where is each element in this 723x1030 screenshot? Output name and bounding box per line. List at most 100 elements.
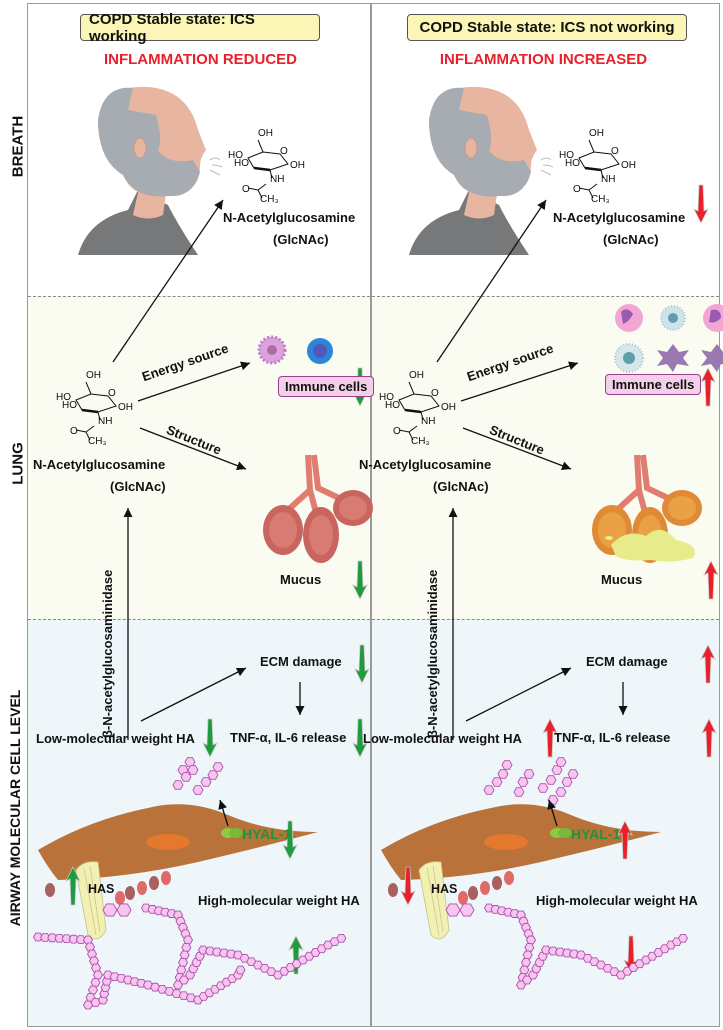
trend-arrow-lmw-ha <box>542 718 558 758</box>
lmw-ha-fragment <box>501 760 513 770</box>
hmw-ha-segment <box>459 903 475 917</box>
hmw-ha-segment <box>176 965 187 975</box>
arrow-lmw-to-ecm <box>465 667 572 722</box>
hmw-ha-segment <box>177 958 189 967</box>
hmw-ha-segment <box>54 933 65 943</box>
has-receptor-bead <box>137 881 147 895</box>
molecule-ho: HO <box>56 392 71 403</box>
hmw-ha-segment <box>197 945 209 955</box>
arrow-lung-to-breath <box>112 199 224 363</box>
hmw-ha-segment <box>547 946 559 956</box>
row-label-cell: AIRWAY MOLECULAR CELL LEVEL <box>7 689 23 927</box>
hmw-ha-segment <box>47 933 58 943</box>
has-receptor-bead <box>480 881 490 895</box>
molecule-oh: OH <box>86 370 101 381</box>
lmw-ha-fragment <box>555 757 567 767</box>
hmw-ha-segment <box>90 998 101 1007</box>
enzyme-label: β-N-acetylglucosaminidase <box>100 569 115 738</box>
has-receptor-bead <box>115 891 125 905</box>
immune-cells-label: Immune cells <box>278 376 375 397</box>
man-exhaling-illustration <box>78 86 223 255</box>
hmw-ha-segment <box>519 965 530 975</box>
glcnac-abbr-breath: (GlcNAc) <box>273 232 329 247</box>
molecule-ch3: CH₃ <box>411 436 430 447</box>
hyal1-enzyme-illustration <box>550 828 572 838</box>
molecule-oh: OH <box>258 128 273 139</box>
trend-arrow-hyal <box>282 820 298 860</box>
hmw-ha-segment <box>520 958 532 967</box>
trend-arrow-tnf-release <box>701 718 717 758</box>
molecule-ho: HO <box>234 158 249 169</box>
molecule-oh: OH <box>589 128 604 139</box>
hmw-ha-segment <box>218 948 230 958</box>
man-exhaling-illustration <box>409 86 554 255</box>
has-receptor-bead <box>125 886 135 900</box>
hmw-ha-segment <box>182 935 194 945</box>
tnf-release-label: TNF-α, IL-6 release <box>554 730 671 745</box>
lmw-ha-label: Low-molecular weight HA <box>363 731 522 746</box>
trend-arrow-mucus <box>703 560 719 600</box>
trend-arrow-mucus <box>352 560 368 600</box>
hyal-label: HYAL-1 <box>242 826 292 842</box>
hmw-ha-segment <box>235 965 246 975</box>
hmw-ha-segment <box>445 903 461 917</box>
hmw-ha-segment <box>32 932 44 942</box>
has-receptor-bead <box>149 876 159 890</box>
hmw-ha-segment <box>336 933 347 943</box>
arrow-lmw-to-ecm <box>140 667 247 722</box>
trend-arrow-tnf-release <box>352 718 368 758</box>
molecule-oh: OH <box>621 160 636 171</box>
glcnac-abbr-breath: (GlcNAc) <box>603 232 659 247</box>
lmw-ha-fragment <box>513 787 525 797</box>
molecule-ho: HO <box>385 400 400 411</box>
arrow-energy-source <box>137 361 251 402</box>
hyal1-enzyme-illustration <box>221 828 243 838</box>
molecule-o: O <box>431 388 439 399</box>
airway-cell-illustration <box>381 804 661 940</box>
molecule-o: O <box>393 426 401 437</box>
lmw-ha-fragment <box>523 769 535 779</box>
hmw-ha-segment <box>540 945 552 955</box>
panel-title: COPD Stable state: ICS not working <box>407 14 687 41</box>
has-receptor-bead <box>45 883 55 897</box>
molecule-o: O <box>70 426 78 437</box>
molecule-o: O <box>108 388 116 399</box>
arrow-lung-to-breath <box>436 199 547 363</box>
alveoli-illustration <box>263 454 373 563</box>
lmw-ha-fragment <box>491 777 503 787</box>
trend-arrow-ecm-damage <box>700 644 716 684</box>
trend-arrow-breath-glcnac <box>693 184 709 224</box>
arrow-structure <box>462 427 572 471</box>
lmw-ha-fragment <box>551 765 563 775</box>
lmw-ha-fragment <box>172 780 184 790</box>
lmw-ha-fragment <box>200 777 212 787</box>
has-receptor-bead <box>468 886 478 900</box>
trend-arrow-lmw-ha <box>202 718 218 758</box>
molecule-ch3: CH₃ <box>260 194 279 205</box>
arrow-enzyme-vertical <box>123 508 133 740</box>
row-label-breath: BREATH <box>9 115 27 178</box>
panel-subtitle: INFLAMMATION REDUCED <box>103 51 298 68</box>
hmw-ha-segment <box>87 985 99 995</box>
lmw-ha-fragment <box>212 762 224 772</box>
trend-arrow-hyal <box>617 820 633 860</box>
hmw-ha-segment <box>75 935 86 944</box>
hmw-ha-segment <box>92 970 104 980</box>
molecule-ch3: CH₃ <box>88 436 107 447</box>
lmw-ha-fragment <box>483 785 495 795</box>
tnf-release-label: TNF-α, IL-6 release <box>230 730 347 745</box>
hmw-ha-segment <box>525 935 537 945</box>
molecule-ch3: CH₃ <box>591 194 610 205</box>
panel-title: COPD Stable state: ICS working <box>80 11 320 45</box>
molecule-nh: NH <box>98 416 113 427</box>
ecm-damage-label: ECM damage <box>586 654 668 669</box>
hmw-ha-segment <box>524 943 535 952</box>
molecule-oh: OH <box>290 160 305 171</box>
has-label: HAS <box>431 882 458 896</box>
lmw-ha-fragment <box>561 777 573 787</box>
molecule-oh: OH <box>118 402 133 413</box>
